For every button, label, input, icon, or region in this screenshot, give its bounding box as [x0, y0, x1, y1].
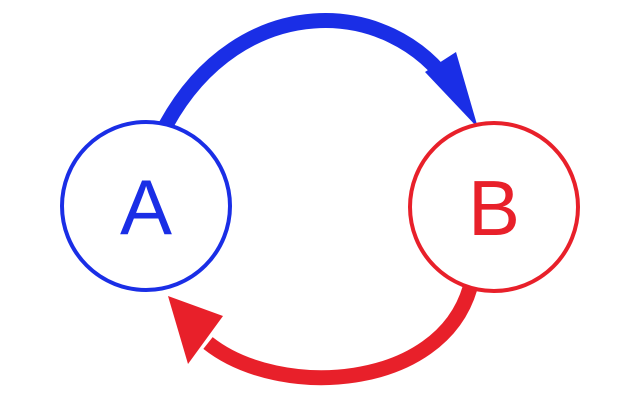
- edge-b-to-a-arrowhead: [168, 296, 223, 364]
- node-a-label: A: [120, 163, 172, 251]
- edge-b-to-a: [168, 285, 478, 385]
- node-a: A: [60, 120, 232, 292]
- node-a-circle: [60, 120, 232, 292]
- edge-a-to-b-arrowhead: [425, 52, 478, 128]
- node-b-circle: [408, 121, 580, 293]
- edge-b-to-a-arc: [203, 285, 478, 385]
- edge-a-to-b: [159, 13, 478, 129]
- edge-a-to-b-arc: [159, 13, 459, 129]
- node-b-label: B: [468, 164, 520, 252]
- node-b: B: [408, 121, 580, 293]
